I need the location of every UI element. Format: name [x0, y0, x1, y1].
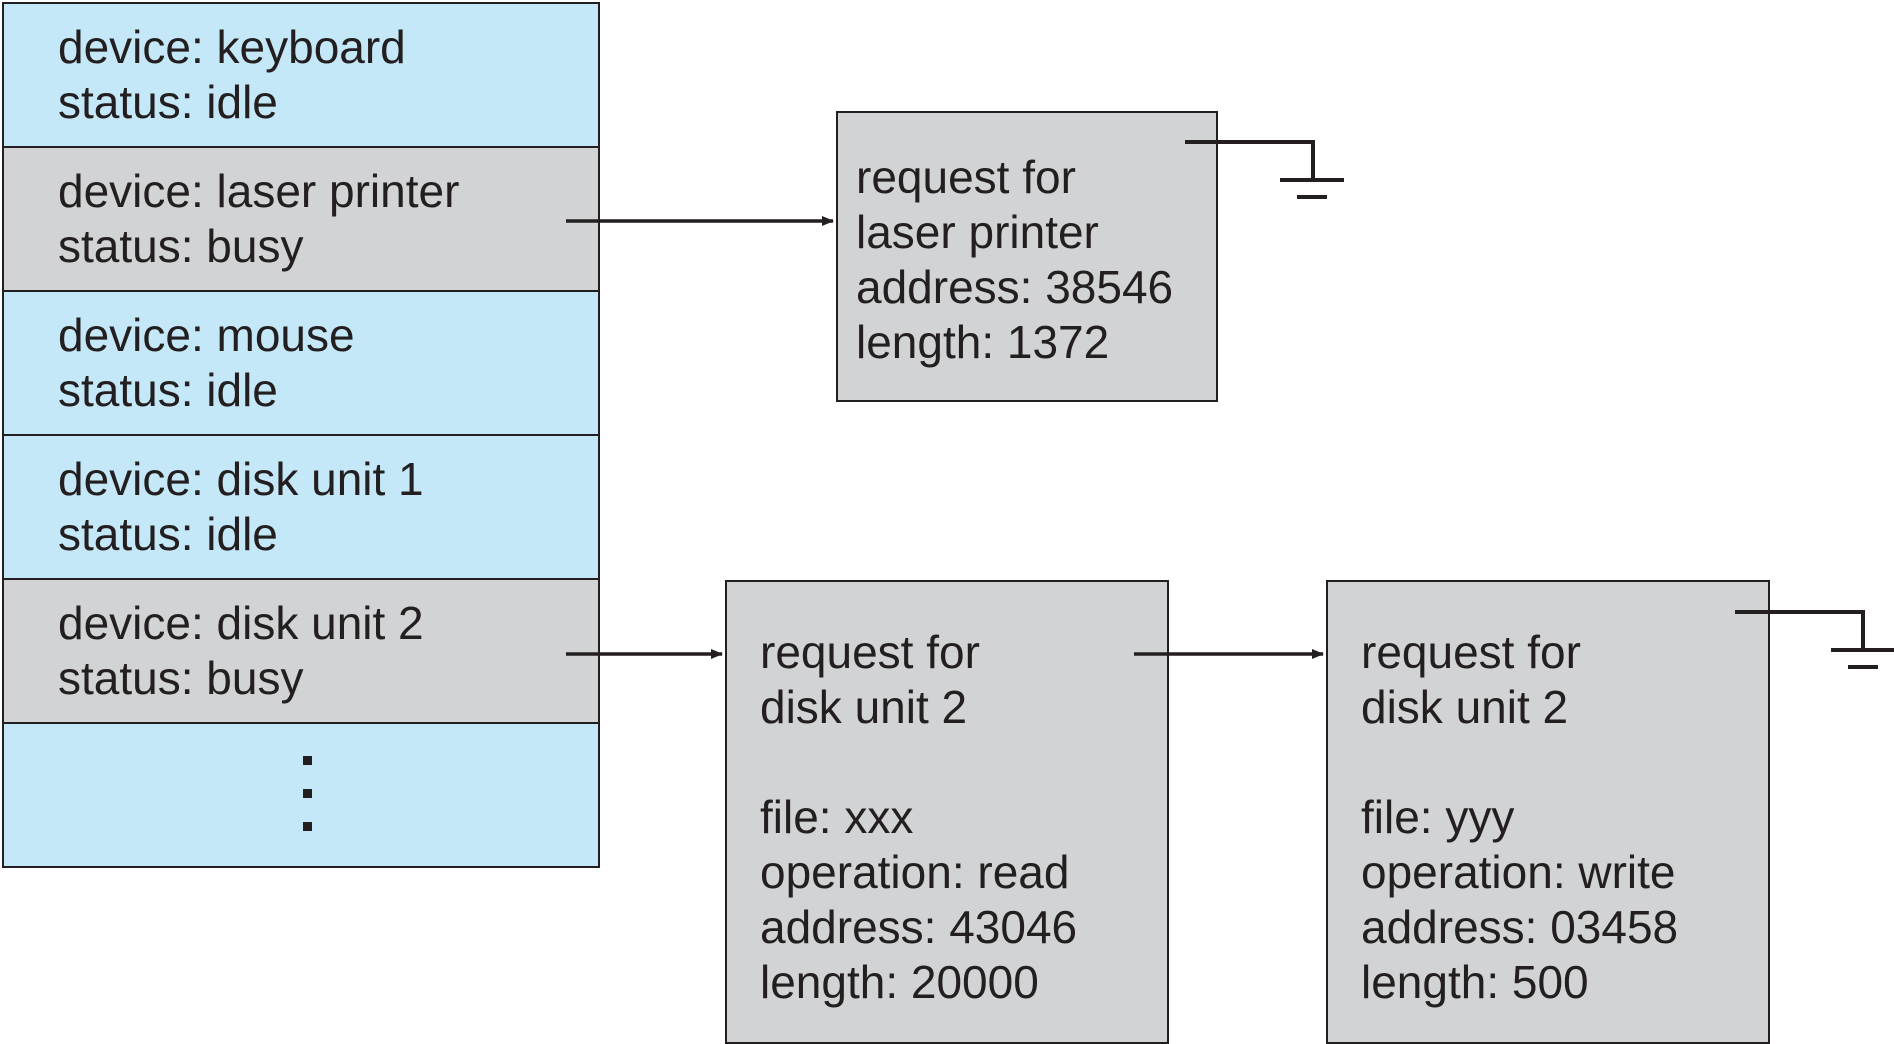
- ellipsis-dot: [303, 822, 312, 831]
- request-heading: request for: [1361, 626, 1581, 678]
- device-row-disk-unit-1: device: disk unit 1 status: idle: [4, 436, 598, 580]
- device-name: device: disk unit 2: [58, 597, 424, 649]
- device-row-laser-printer: device: laser printer status: busy: [4, 148, 598, 292]
- request-box-laser-printer: request for laser printer address: 38546…: [836, 111, 1218, 402]
- device-row-ellipsis: [4, 724, 598, 866]
- device-name: device: mouse: [58, 309, 355, 361]
- device-status: status: busy: [58, 220, 304, 272]
- request-file: file: yyy: [1361, 791, 1515, 843]
- request-length: length: 20000: [760, 956, 1039, 1008]
- device-status: status: busy: [58, 652, 304, 704]
- device-name: device: disk unit 1: [58, 453, 424, 505]
- device-row-mouse: device: mouse status: idle: [4, 292, 598, 436]
- request-device: disk unit 2: [760, 681, 968, 733]
- blank-line: [760, 735, 1167, 790]
- request-length: length: 500: [1361, 956, 1589, 1008]
- blank-line: [1361, 735, 1768, 790]
- request-operation: operation: read: [760, 846, 1070, 898]
- request-address: address: 43046: [760, 901, 1078, 953]
- request-heading: request for: [760, 626, 980, 678]
- request-operation: operation: write: [1361, 846, 1676, 898]
- device-row-keyboard: device: keyboard status: idle: [4, 4, 598, 148]
- request-box-disk-unit-2-first: request for disk unit 2 file: xxx operat…: [725, 580, 1169, 1044]
- device-status: status: idle: [58, 76, 278, 128]
- request-heading: request for: [856, 151, 1076, 203]
- request-device: laser printer: [856, 206, 1099, 258]
- device-status: status: idle: [58, 508, 278, 560]
- ellipsis-dot: [303, 756, 312, 765]
- device-status-table: device: keyboard status: idle device: la…: [2, 2, 600, 868]
- device-row-disk-unit-2: device: disk unit 2 status: busy: [4, 580, 598, 724]
- device-status: status: idle: [58, 364, 278, 416]
- device-name: device: keyboard: [58, 21, 406, 73]
- request-device: disk unit 2: [1361, 681, 1569, 733]
- device-name: device: laser printer: [58, 165, 460, 217]
- ellipsis-dot: [303, 789, 312, 798]
- request-file: file: xxx: [760, 791, 914, 843]
- request-address: address: 03458: [1361, 901, 1679, 953]
- request-address: address: 38546: [856, 261, 1174, 313]
- request-box-disk-unit-2-second: request for disk unit 2 file: yyy operat…: [1326, 580, 1770, 1044]
- request-length: length: 1372: [856, 316, 1110, 368]
